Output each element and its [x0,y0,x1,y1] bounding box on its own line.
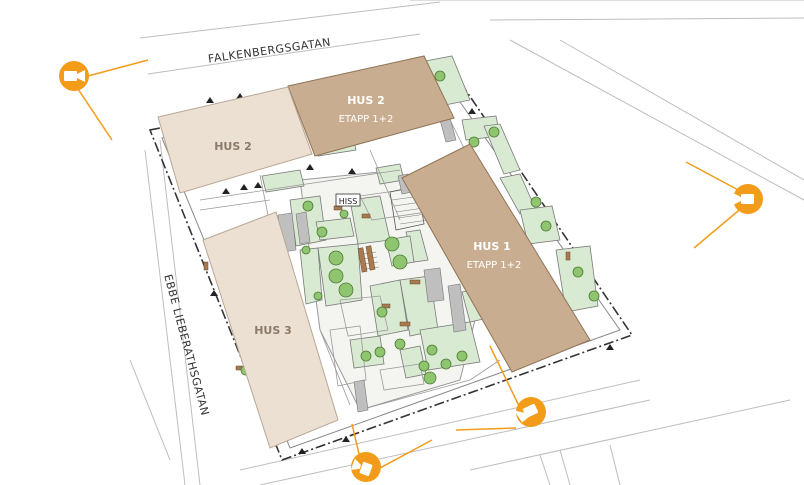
camera-marker-e[interactable] [733,184,763,214]
hus2-etapp-title: HUS 2 [347,94,385,107]
hiss-box [335,193,361,207]
video-camera-icon [350,458,373,477]
view-lines [71,59,745,469]
video-camera-icon [733,193,754,205]
camera-marker-nw[interactable] [59,61,89,91]
street-name-north: FALKENBERGSGATAN [207,35,331,65]
building-hus1[interactable]: HUS 1 ETAPP 1+2 [401,143,591,373]
camera-marker-s[interactable] [350,452,381,482]
building-hus2[interactable]: HUS 2 [157,86,313,194]
service-blocks [277,117,467,413]
video-camera-icon [64,70,85,82]
hus1-subtitle: ETAPP 1+2 [467,260,522,271]
camera-marker-se[interactable] [514,397,546,427]
benches [203,205,571,371]
hus1-title: HUS 1 [473,240,511,253]
street-lines [129,0,804,485]
building-hus2-etapp[interactable]: HUS 2 ETAPP 1+2 [287,55,455,157]
building-hus3[interactable]: HUS 3 [202,211,339,449]
video-camera-icon [514,403,539,423]
hus2-title: HUS 2 [214,140,252,153]
hiss-label: HISS [339,197,358,206]
hus3-title: HUS 3 [254,324,292,337]
hus2-etapp-subtitle: ETAPP 1+2 [339,114,394,125]
trees [240,70,600,385]
